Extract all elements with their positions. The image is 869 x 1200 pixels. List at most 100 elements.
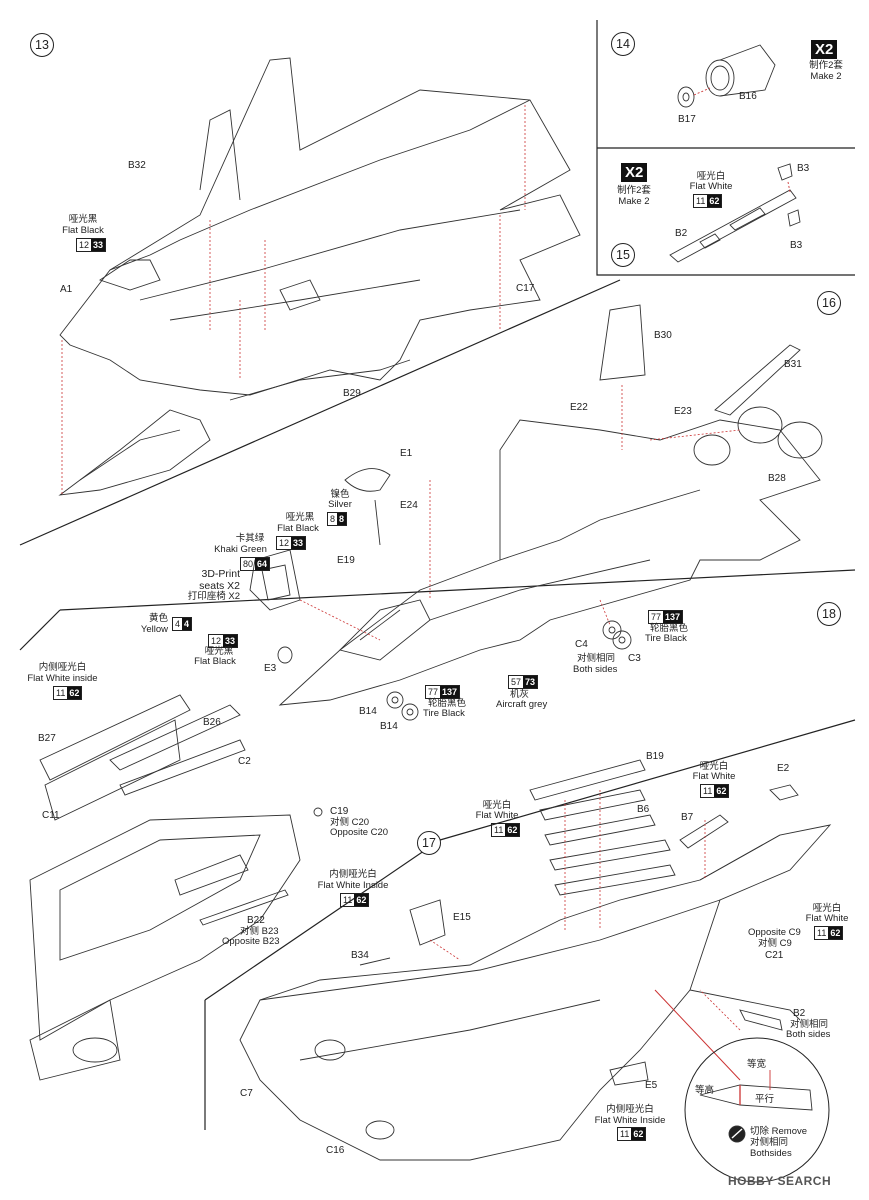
part-label: C16 <box>326 1145 345 1156</box>
black-paint-en: Flat Black <box>277 523 319 534</box>
part-label: E22 <box>570 402 588 413</box>
part-label: E15 <box>453 912 471 923</box>
grey-paint-cn: 机灰 <box>510 689 530 700</box>
grey-paint-en: Aircraft grey <box>496 699 548 710</box>
step-number-17: 17 <box>417 831 441 855</box>
part-label: B3 <box>790 240 803 251</box>
khaki-paint-cn: 卡其绿 <box>235 533 265 544</box>
detail-both-cn: 对侧相同 <box>750 1137 789 1148</box>
both-sides2-en: Both sides <box>786 1029 831 1040</box>
both-sides-en: Both sides <box>573 664 618 675</box>
white1-cn: 哑光白 <box>482 800 512 811</box>
tire1-paint-en: Tire Black <box>645 633 687 644</box>
both-sides2-cn: 对侧相同 <box>790 1019 829 1030</box>
part-label: C17 <box>516 283 535 294</box>
part-label: A1 <box>60 284 73 295</box>
part-label: B2 <box>675 228 688 239</box>
white1-en: Flat White <box>475 810 519 821</box>
part-label: B2 <box>793 1008 806 1019</box>
part-label: B6 <box>637 804 650 815</box>
part-label: E2 <box>777 763 790 774</box>
white3-cn: 哑光白 <box>812 903 842 914</box>
part-label: C21 <box>765 950 784 961</box>
panel-borders <box>19 20 856 1130</box>
part-label: B17 <box>678 114 696 125</box>
inside-white3-en: Flat White Inside <box>594 1115 666 1126</box>
inside-white-en: Flat White inside <box>27 673 98 684</box>
inside-white-cn: 内侧哑光白 <box>38 662 87 673</box>
step14-make2-badge: X2 <box>811 40 838 59</box>
part-label: B3 <box>797 163 810 174</box>
black-paint-cn: 哑光黑 <box>285 512 315 523</box>
step13-paint-cn: 哑光黑 <box>68 214 98 225</box>
silver-paint-en: Silver <box>328 499 352 510</box>
inside-white2-en: Flat White Inside <box>317 880 389 891</box>
step17-bay-drawing <box>29 694 323 1081</box>
black2-paint-en: Flat Black <box>194 656 236 667</box>
step-number-18: 18 <box>817 602 841 626</box>
step13-aircraft-drawing <box>58 57 581 496</box>
part-label: C7 <box>240 1088 253 1099</box>
opposite-c20-en: Opposite C20 <box>330 827 389 838</box>
white2-cn: 哑光白 <box>699 761 729 772</box>
tire2-paint-en: Tire Black <box>423 708 465 719</box>
opposite-b23-cn: 对侧 B23 <box>240 926 279 937</box>
part-label: E5 <box>645 1080 658 1091</box>
khaki-paint-en: Khaki Green <box>214 544 267 555</box>
detail-both-en: Bothsides <box>750 1148 792 1159</box>
step14-make-cn: 制作2套 <box>809 60 843 71</box>
yellow-paint-en: Yellow <box>140 624 168 635</box>
white2-en: Flat White <box>692 771 736 782</box>
step18-aircraft-drawing <box>239 759 832 1183</box>
tire2-paint-cn: 轮胎黑色 <box>428 698 467 709</box>
step13-paint-en: Flat Black <box>62 225 104 236</box>
part-label: B16 <box>739 91 757 102</box>
part-label: B32 <box>128 160 146 171</box>
step-number-15: 15 <box>611 243 635 267</box>
step15-make2-badge: X2 <box>621 163 648 182</box>
seats-note-3: 打印座椅 X2 <box>187 591 240 602</box>
part-label: E3 <box>264 663 277 674</box>
part-label: B22 <box>247 915 265 926</box>
detail-parallel: 平行 <box>755 1094 775 1105</box>
step14-make-en: Make 2 <box>810 71 842 82</box>
part-label: E24 <box>400 500 418 511</box>
part-label: B14 <box>380 721 398 732</box>
step15-missile-drawing <box>669 163 801 263</box>
detail-equal-width: 等宽 <box>747 1059 767 1070</box>
silver-paint-cn: 镍色 <box>330 489 350 500</box>
step14-exhaust-drawing <box>677 44 776 108</box>
seats-note-2: seats X2 <box>199 580 240 592</box>
step16-aircraft-drawing <box>249 304 823 721</box>
part-label: B14 <box>359 706 377 717</box>
tire1-paint-cn: 轮胎黑色 <box>650 623 689 634</box>
part-label: C11 <box>42 810 60 821</box>
part-label: B7 <box>681 812 694 823</box>
part-label: B28 <box>768 473 786 484</box>
opposite-c20-cn: 对侧 C20 <box>330 817 370 828</box>
step-number-16: 16 <box>817 291 841 315</box>
black2-paint-cn: 哑光黑 <box>204 646 234 657</box>
part-label: B27 <box>38 733 56 744</box>
yellow-paint-cn: 黄色 <box>148 613 168 624</box>
step15-make-cn: 制作2套 <box>617 185 651 196</box>
part-label: E1 <box>400 448 413 459</box>
part-label: B19 <box>646 751 664 762</box>
step15-paint-en: Flat White <box>689 181 733 192</box>
inside-white3-cn: 内侧哑光白 <box>606 1104 654 1115</box>
step-number-13: 13 <box>30 33 54 57</box>
step15-paint-cn: 哑光白 <box>696 171 726 182</box>
part-label: E19 <box>337 555 355 566</box>
